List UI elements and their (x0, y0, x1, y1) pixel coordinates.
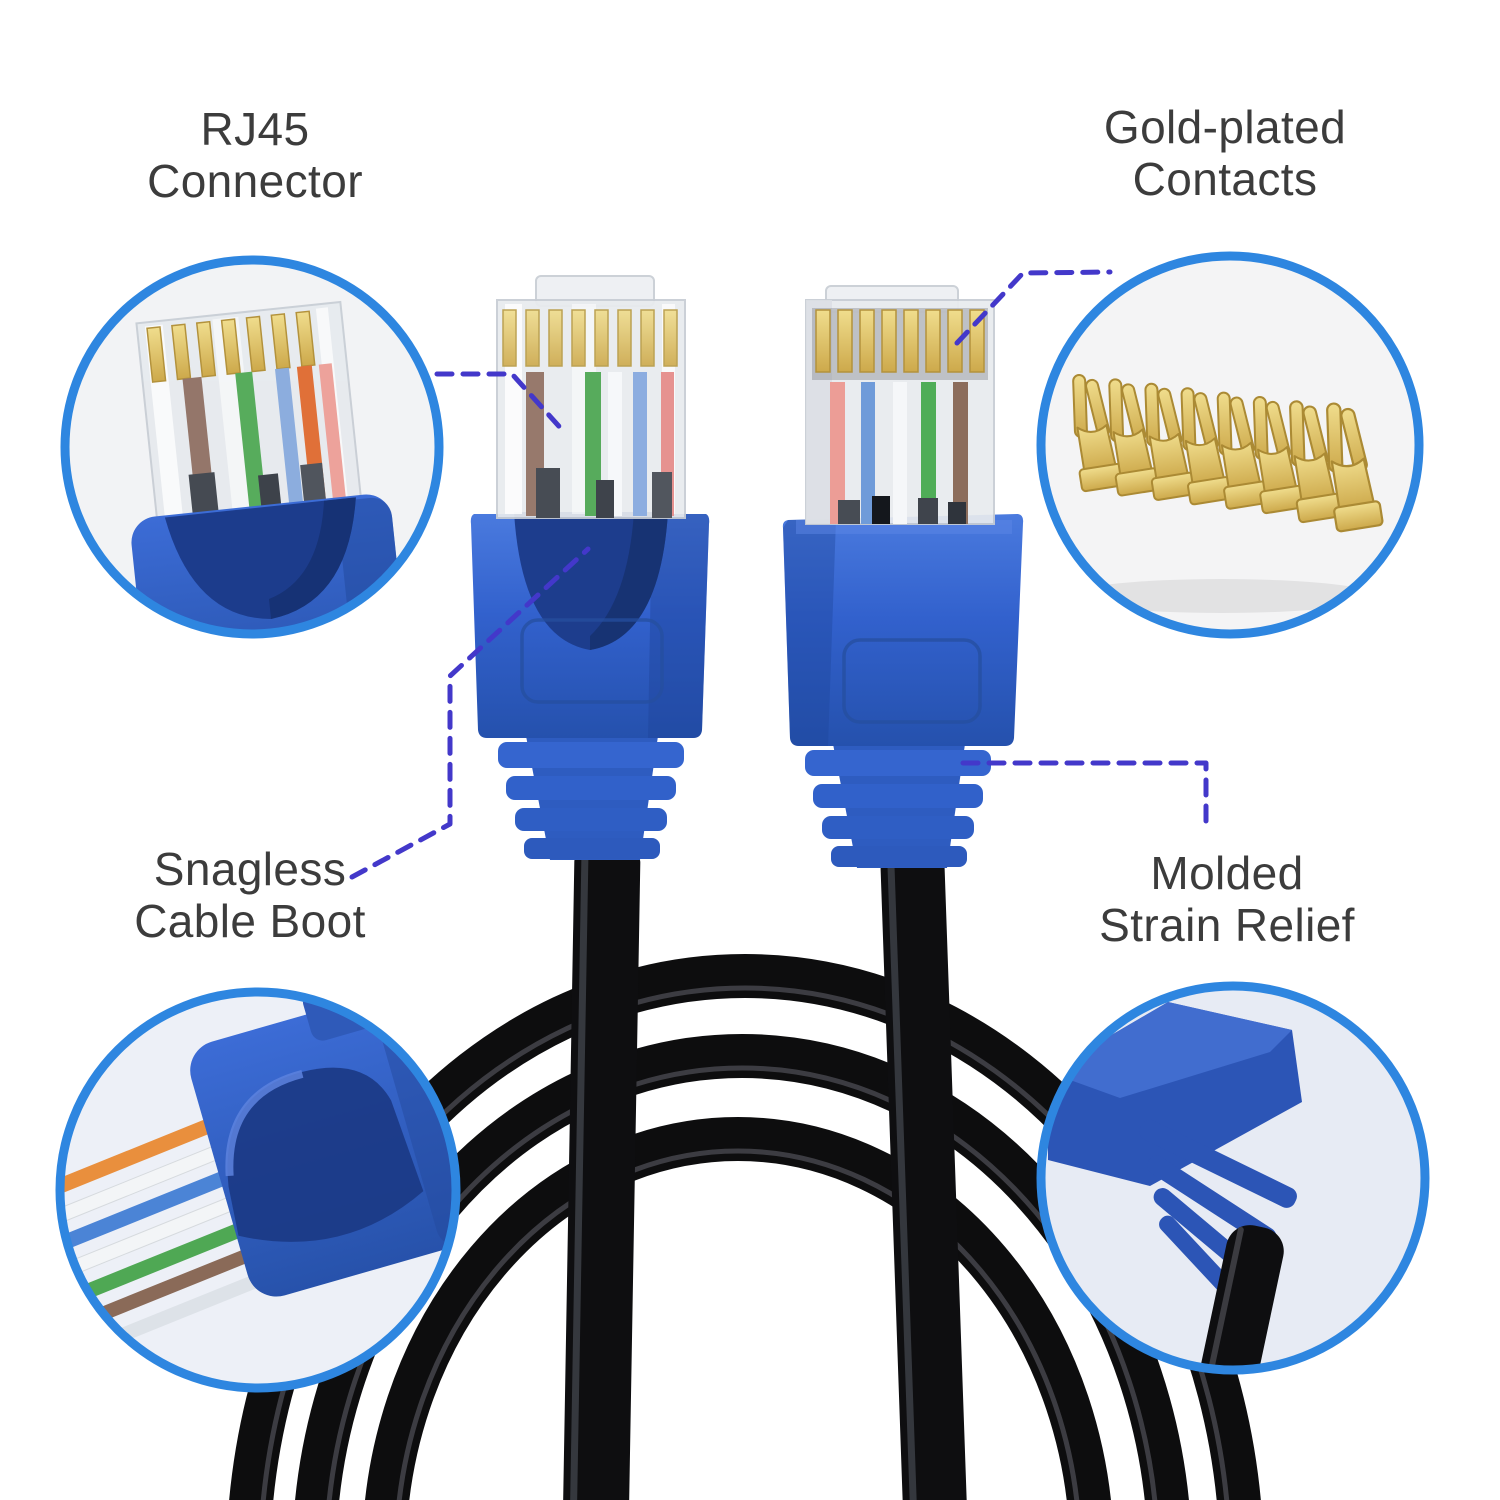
rj45-connector-inset (131, 300, 408, 634)
recessed-panel-left (520, 618, 664, 704)
label-line: Connector (147, 154, 363, 207)
callout-circle-snagless-boot (55, 987, 461, 1393)
callout-circle-gold-contacts (1036, 251, 1424, 639)
wires-right (830, 382, 968, 524)
leader-line-gold-contacts (954, 269, 1113, 346)
clear-plug-right (805, 285, 995, 525)
callout-circle-rj45-connector (60, 255, 444, 639)
callout-circle-strain-relief (1036, 981, 1430, 1375)
label-line: Contacts (1132, 152, 1318, 205)
label-rj45-connector: RJ45 Connector (90, 103, 420, 208)
ethernet-connector-right (782, 285, 1024, 1500)
label-line: Strain Relief (1099, 898, 1355, 951)
label-gold-plated-contacts: Gold-plated Contacts (1040, 101, 1410, 206)
strain-relief-inset (1048, 1002, 1302, 1370)
cable-right (880, 859, 968, 1500)
label-line: Gold-plated (1103, 101, 1347, 153)
label-line: Snagless (153, 843, 347, 895)
callout-ring (1036, 251, 1424, 639)
label-line: Cable Boot (134, 894, 366, 947)
recessed-panel-right (842, 638, 982, 724)
label-line: Molded (1150, 847, 1304, 899)
callout-ring (1036, 981, 1430, 1375)
ethernet-connector-left (470, 275, 710, 1500)
leader-line-snagless-boot (349, 546, 591, 880)
clear-plug-left (496, 275, 686, 519)
cable-left (562, 853, 641, 1500)
snagless-boot-left (498, 736, 684, 860)
label-snagless-cable-boot: Snagless Cable Boot (80, 843, 420, 948)
gold-pins-right (815, 309, 985, 373)
label-line: RJ45 (200, 103, 310, 155)
wires-left (526, 372, 674, 518)
cable-coil (229, 954, 1261, 1500)
callout-ring (60, 255, 444, 639)
leader-line-strain-relief (960, 760, 1209, 834)
callout-ring (55, 987, 461, 1393)
leader-lines (349, 269, 1209, 880)
leader-line-rj45-connector (434, 371, 568, 436)
label-molded-strain-relief: Molded Strain Relief (1042, 847, 1412, 952)
gold-pins-left (502, 309, 678, 367)
gold-contacts-inset (1063, 369, 1385, 613)
strain-relief-right (805, 744, 991, 868)
